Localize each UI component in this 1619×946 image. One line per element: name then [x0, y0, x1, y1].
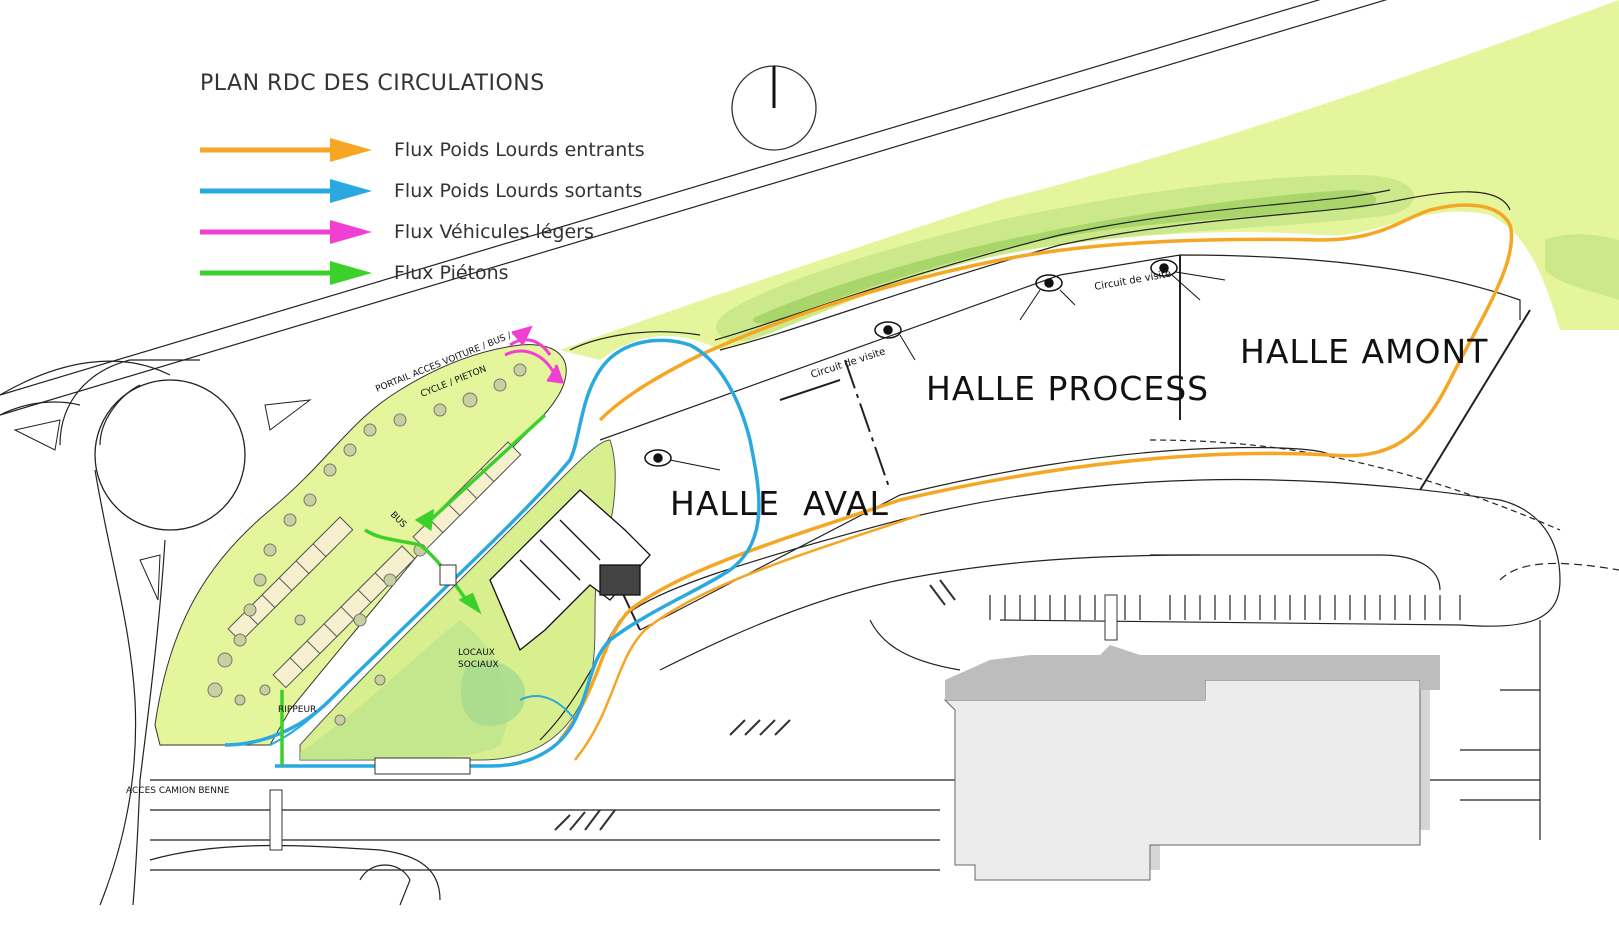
pedestrian-crossings: [269, 564, 1118, 851]
road-lines: [0, 0, 1619, 906]
legend-label-pedestrians: Flux Piétons: [394, 262, 509, 284]
plan-title: PLAN RDC DES CIRCULATIONS: [200, 71, 545, 96]
north-arrow-icon: [731, 65, 817, 151]
rippeur-label: RIPPEUR: [278, 705, 316, 715]
locaux-block: [489, 489, 651, 652]
halle-amont-label: HALLE AMONT: [1240, 332, 1488, 371]
legend-label-incoming: Flux Poids Lourds entrants: [394, 139, 645, 161]
halle-process-label: HALLE PROCESS: [926, 369, 1209, 408]
parking-blocks: [227, 441, 522, 689]
flow-orange-incoming: [558, 203, 1514, 742]
flow-green-pedestrians: [280, 413, 547, 765]
locaux-sociaux-label-1: LOCAUX: [458, 648, 495, 658]
legend-label-light-vehicles: Flux Véhicules légers: [394, 221, 594, 243]
legend: Flux Poids Lourds entrants Flux Poids Lo…: [200, 138, 645, 285]
trees: [207, 363, 527, 726]
acces-camion-benne-label: ACCES CAMION BENNE: [126, 786, 230, 796]
circuit-visite-label-2: Circuit de visite: [1094, 269, 1173, 293]
parking-stalls: [989, 595, 1461, 620]
locaux-sociaux-label-2: SOCIAUX: [458, 660, 499, 670]
flow-blue-outgoing: [224, 338, 761, 768]
legend-label-outgoing: Flux Poids Lourds sortants: [394, 180, 642, 202]
flow-magenta-light-vehicles: [504, 325, 565, 384]
halle-aval-label: HALLE AVAL: [670, 484, 889, 523]
eye-icon: [644, 259, 1178, 467]
hatch-marks: [554, 579, 956, 831]
